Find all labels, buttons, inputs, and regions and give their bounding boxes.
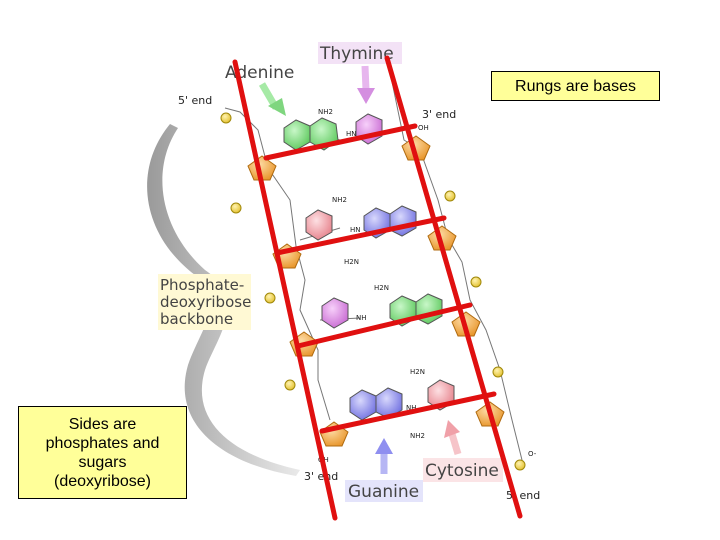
ladder-rung-2 [274, 215, 447, 256]
thymine-arrow [357, 65, 375, 104]
adenine-label: Adenine [225, 63, 294, 83]
ladder-side-right [384, 55, 523, 519]
svg-text:OH: OH [418, 124, 429, 132]
guanine-label-bg [345, 480, 423, 502]
phosphate-groups [220, 112, 526, 471]
three-end-bottom-label: 3' end [304, 470, 338, 483]
sides-callout-line4: (deoxyribose) [54, 473, 151, 490]
base-rings [283, 113, 455, 421]
svg-text:HN: HN [346, 130, 357, 138]
five-end-top-label: 5' end [178, 94, 212, 107]
ladder-rung-1 [263, 123, 418, 161]
ladder-rung-3 [295, 302, 473, 349]
rungs-callout-text: Rungs are bases [515, 78, 636, 95]
sides-callout-line1: Sides are [68, 416, 137, 433]
backbone-label-line3: backbone [160, 310, 233, 328]
adenine-arrow [258, 82, 286, 116]
guanine-label: Guanine [348, 482, 419, 502]
svg-text:H2N: H2N [410, 368, 425, 376]
thymine-label: Thymine [319, 44, 394, 64]
svg-text:HN: HN [350, 226, 361, 234]
ladder-side-left [232, 59, 338, 521]
sides-callout: Sides are phosphates and sugars (deoxyri… [18, 406, 187, 499]
svg-text:H2N: H2N [374, 284, 389, 292]
backbone-label-bg [158, 274, 251, 330]
three-end-top-label: 3' end [422, 108, 456, 121]
cytosine-label: Cytosine [425, 461, 499, 481]
cytosine-label-bg [423, 458, 503, 482]
svg-text:H2N: H2N [344, 258, 359, 266]
guanine-arrow [375, 438, 393, 474]
svg-text:NH: NH [406, 404, 417, 412]
ladder-overlay [232, 55, 523, 521]
cytosine-arrow [444, 420, 462, 456]
svg-text:O-: O- [528, 450, 537, 458]
backbone-label-line1: Phosphate- [160, 276, 244, 294]
sides-callout-line2: phosphates and [45, 435, 160, 452]
backbone-label-line2: deoxyribose [160, 293, 251, 311]
thymine-label-bg [318, 42, 402, 64]
svg-text:NH2: NH2 [332, 196, 347, 204]
svg-text:NH2: NH2 [410, 432, 425, 440]
svg-text:NH2: NH2 [318, 108, 333, 116]
ladder-rung-4 [319, 391, 497, 434]
svg-text:NH: NH [356, 314, 367, 322]
sides-callout-line3: sugars [78, 454, 127, 471]
rungs-callout: Rungs are bases [491, 71, 660, 101]
